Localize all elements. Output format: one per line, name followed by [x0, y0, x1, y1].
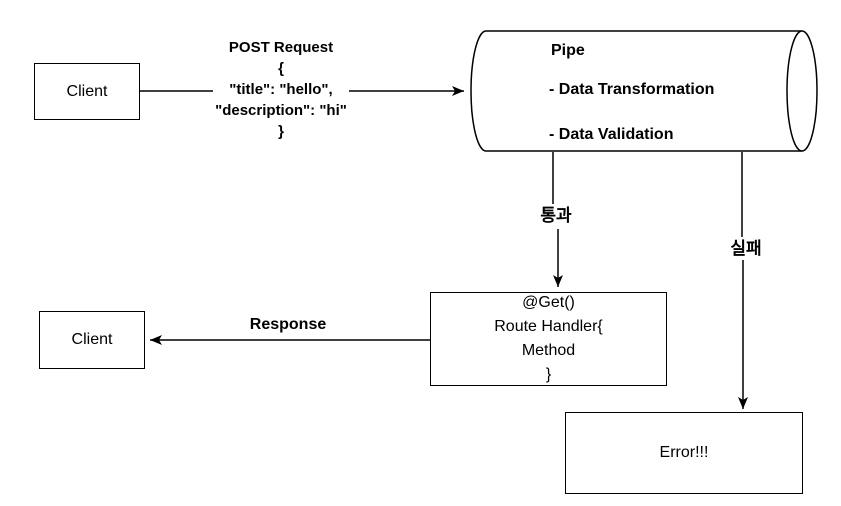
post-request-label-line: } — [278, 123, 284, 140]
client-node-top: Client — [34, 63, 140, 120]
post-request-label: POST Request { "title": "hello", "descri… — [213, 37, 349, 142]
route-handler-line-get-decorator: @Get() — [522, 294, 575, 311]
route-handler-node: @Get() Route Handler{ Method } — [430, 292, 667, 386]
fail-label: 실패 — [723, 237, 769, 260]
error-node: Error!!! — [565, 412, 803, 494]
pipe-item-data-transformation: - Data Transformation — [549, 81, 715, 98]
client-node-bottom-label: Client — [71, 331, 113, 348]
pipe-left-arc — [470, 30, 487, 152]
error-node-label: Error!!! — [659, 444, 709, 461]
pipe-item-data-validation: - Data Validation — [549, 126, 674, 143]
response-label: Response — [245, 316, 331, 334]
route-handler-line-method: Method — [521, 342, 576, 359]
route-handler-line-closing-brace: } — [545, 366, 552, 383]
client-node-bottom: Client — [39, 311, 145, 369]
pass-label: 통과 — [533, 204, 579, 227]
client-node-top-label: Client — [66, 82, 108, 100]
post-request-label-line: "title": "hello", — [229, 81, 333, 98]
post-request-label-line: "description": "hi" — [215, 102, 347, 119]
post-request-label-line: POST Request — [228, 39, 334, 56]
pipe-title: Pipe — [551, 42, 585, 59]
pipe-right-cap — [786, 30, 818, 152]
route-handler-line-route-handler: Route Handler{ — [494, 318, 603, 335]
pipe-cylinder-shape — [470, 30, 818, 152]
post-request-label-line: { — [278, 60, 284, 77]
